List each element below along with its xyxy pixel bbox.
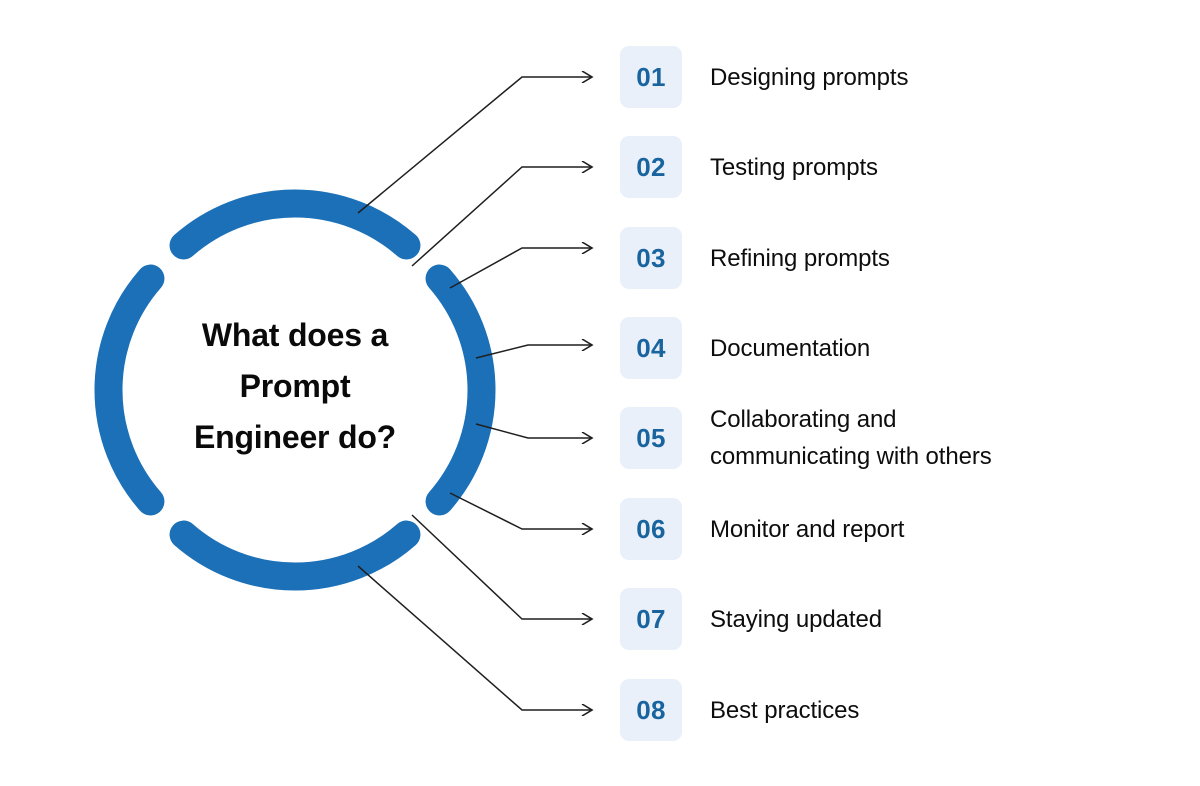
step-label: Best practices [710, 696, 860, 724]
connector-01 [357, 77, 592, 214]
step-label: Designing prompts [710, 63, 909, 91]
step-number-badge: 07 [620, 588, 682, 650]
center-title-line-1: What does a [201, 317, 389, 353]
center-title: What does a Prompt Engineer do? [145, 310, 445, 463]
step-number-badge: 05 [620, 407, 682, 469]
step-item-05[interactable]: 05 Collaborating and communicating with … [620, 406, 992, 470]
step-label: Monitor and report [710, 515, 905, 543]
center-title-line-2: Prompt [239, 368, 351, 404]
step-item-08[interactable]: 08 Best practices [620, 679, 859, 741]
ring-arc-top [169, 189, 421, 260]
step-number-badge: 08 [620, 679, 682, 741]
step-label: Documentation [710, 334, 871, 362]
connector-lines [357, 77, 592, 710]
step-item-02[interactable]: 02 Testing prompts [620, 136, 878, 198]
ring-segments [94, 189, 496, 591]
step-number-badge: 02 [620, 136, 682, 198]
ring-arc-bottom [169, 520, 421, 591]
ring-arc-left [94, 264, 165, 516]
step-label: Collaborating and communicating with oth… [710, 406, 992, 470]
connector-06 [449, 492, 592, 529]
step-item-06[interactable]: 06 Monitor and report [620, 498, 904, 560]
step-label: Testing prompts [710, 153, 878, 181]
step-item-01[interactable]: 01 Designing prompts [620, 46, 909, 108]
step-number-badge: 06 [620, 498, 682, 560]
connector-08 [357, 565, 592, 710]
step-label: Refining prompts [710, 244, 890, 272]
step-number-badge: 01 [620, 46, 682, 108]
connector-02 [411, 167, 592, 267]
step-item-07[interactable]: 07 Staying updated [620, 588, 882, 650]
connector-05 [475, 423, 592, 438]
step-number-badge: 03 [620, 227, 682, 289]
connector-03 [449, 248, 592, 289]
center-title-line-3: Engineer do? [193, 419, 397, 455]
ring-arc-right [425, 264, 496, 516]
step-item-04[interactable]: 04 Documentation [620, 317, 870, 379]
step-label: Staying updated [710, 605, 882, 633]
step-item-03[interactable]: 03 Refining prompts [620, 227, 890, 289]
step-number-badge: 04 [620, 317, 682, 379]
connector-07 [411, 514, 592, 619]
connector-04 [475, 345, 592, 359]
